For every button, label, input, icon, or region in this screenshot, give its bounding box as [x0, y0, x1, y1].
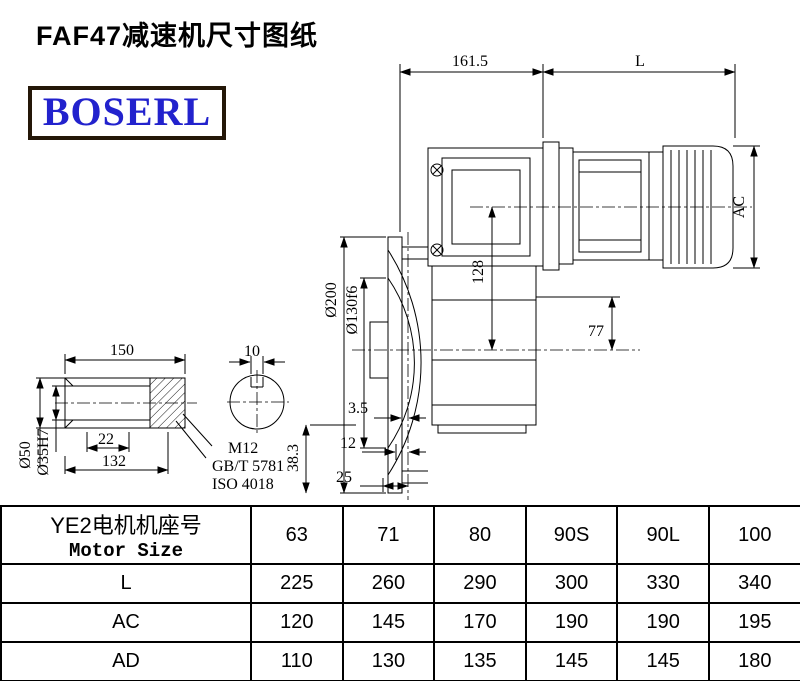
table-cell: 110: [250, 641, 344, 681]
table-cell: 340: [707, 563, 800, 604]
table-cell: 120: [250, 602, 344, 643]
table-cell: 225: [250, 563, 344, 604]
dim-12: 12: [340, 435, 356, 452]
table-row-AD: AD 110 130 135 145 145 180: [0, 641, 800, 681]
table-cell: 80: [433, 505, 527, 565]
dim-AC: AC: [731, 196, 748, 218]
table-cell: 330: [616, 563, 710, 604]
table-cell: AD: [0, 641, 252, 681]
dim-flange-od: Ø200: [323, 282, 340, 318]
table-row-AC: AC 120 145 170 190 190 195: [0, 602, 800, 643]
dim-132: 132: [102, 453, 126, 470]
dim-150: 150: [110, 342, 134, 359]
table-cell: 63: [250, 505, 344, 565]
centerlines: [55, 206, 752, 500]
table-cell: 170: [433, 602, 527, 643]
dim-3-5: 3.5: [348, 400, 368, 417]
gearbox-housing: [427, 147, 544, 434]
dim-77: 77: [588, 323, 604, 340]
dim-motor-length-L: L: [635, 53, 645, 70]
dim-shaft-od-50: Ø50: [17, 441, 34, 469]
brand-logo-text: BOSERL: [42, 88, 212, 134]
table-cell: L: [0, 563, 252, 604]
table-cell: 300: [524, 563, 619, 604]
table-cell: 190: [524, 602, 619, 643]
table-cell: 135: [433, 641, 527, 681]
table-cell: 195: [707, 602, 800, 643]
motor-size-label-zh: YE2电机机座号: [50, 513, 202, 538]
table-cell: 100: [707, 505, 800, 565]
table-cell: 90L: [616, 505, 710, 565]
table-cell: 130: [341, 641, 436, 681]
table-cell: 180: [707, 641, 800, 681]
table-cell: 145: [524, 641, 619, 681]
technical-drawing: 161.5 L AC 128 77 Ø200 Ø130f6 38.3 3.5 1…: [17, 53, 760, 500]
table-cell-motor-size: YE2电机机座号 Motor Size: [0, 505, 252, 565]
dim-128: 128: [470, 260, 487, 284]
dim-spigot-dia: Ø130f6: [344, 286, 361, 335]
page-title: FAF47减速机尺寸图纸: [36, 21, 319, 51]
note-iso-standard: ISO 4018: [212, 476, 274, 493]
motor-size-label-en: Motor Size: [68, 540, 184, 562]
table-header-row: YE2电机机座号 Motor Size 63 71 80 90S 90L 100: [0, 505, 800, 565]
dimension-labels: 161.5 L AC 128 77 Ø200 Ø130f6 38.3 3.5 1…: [17, 53, 748, 493]
table-cell: AC: [0, 602, 252, 643]
table-cell: 190: [616, 602, 710, 643]
brand-logo: BOSERL: [28, 86, 226, 140]
table-cell: 90S: [524, 505, 619, 565]
table-cell: 145: [616, 641, 710, 681]
table-row-L: L 225 260 290 300 330 340: [0, 563, 800, 604]
shaft-detail: [64, 374, 285, 430]
note-gb-standard: GB/T 5781: [212, 458, 284, 475]
dimension-lines: [36, 64, 760, 494]
dim-bore-35H7: Ø35H7: [35, 428, 52, 475]
dim-25: 25: [336, 469, 352, 486]
table-cell: 145: [341, 602, 436, 643]
output-flange: [369, 236, 428, 494]
table-cell: 260: [341, 563, 436, 604]
dim-38-3: 38.3: [285, 444, 302, 472]
dim-161-5: 161.5: [452, 53, 488, 70]
table-cell: 290: [433, 563, 527, 604]
dim-22: 22: [98, 431, 114, 448]
motor-size-table: YE2电机机座号 Motor Size 63 71 80 90S 90L 100…: [0, 505, 800, 681]
dim-key-width-10: 10: [244, 343, 260, 360]
table-cell: 71: [341, 505, 436, 565]
motor: [542, 141, 734, 271]
note-m12: M12: [228, 440, 258, 457]
